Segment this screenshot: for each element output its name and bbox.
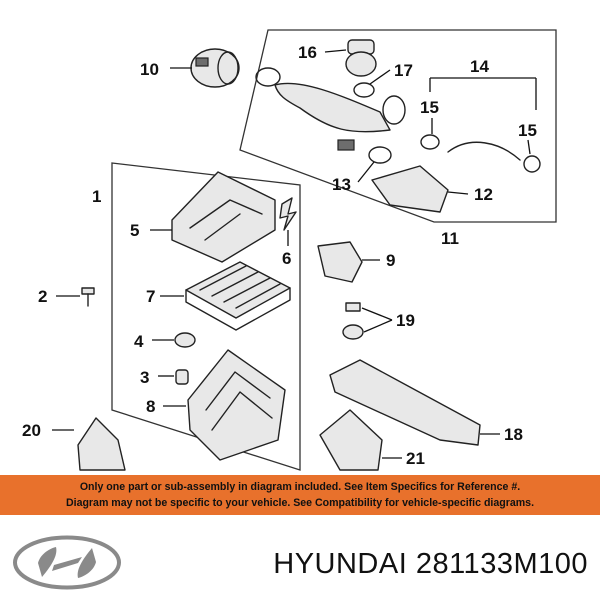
- callout-7: 7: [146, 287, 155, 306]
- part-4-grommet: [174, 332, 196, 348]
- callout-11: 11: [441, 229, 459, 248]
- callout-14: 14: [470, 57, 489, 76]
- part-18-intake-duct: [329, 359, 481, 446]
- part-19-fasteners: [342, 302, 364, 340]
- part-7-filter: [185, 261, 291, 331]
- callout-10: 10: [140, 60, 159, 79]
- part-2-bolt: [81, 287, 95, 307]
- callout-2: 2: [38, 287, 47, 306]
- part-15-clamp-right: [523, 155, 541, 173]
- part-21-air-guide: [319, 409, 383, 471]
- callout-16: 16: [298, 43, 317, 62]
- assembly-11-outline: [239, 29, 557, 223]
- callout-6: 6: [282, 249, 291, 268]
- hyundai-logo-icon: [13, 535, 121, 590]
- part-3-insulator: [175, 369, 189, 385]
- disclaimer-banner: Only one part or sub-assembly in diagram…: [0, 475, 600, 515]
- part-10-air-flow-sensor: [190, 48, 240, 88]
- part-6-bracket: [279, 197, 297, 231]
- callout-12: 12: [474, 185, 493, 204]
- part-15-clamp-left: [420, 134, 440, 150]
- callout-5: 5: [130, 221, 139, 240]
- callout-13: 13: [332, 175, 351, 194]
- part-16-resonator: [345, 39, 377, 77]
- part-13-clamp: [368, 146, 392, 164]
- part-20-bracket: [77, 417, 126, 471]
- brand-name: HYUNDAI: [273, 548, 408, 580]
- callout-19: 19: [396, 311, 415, 330]
- callout-20: 20: [22, 421, 41, 440]
- callout-8: 8: [146, 397, 155, 416]
- callout-1: 1: [92, 187, 101, 206]
- part-label: HYUNDAI 281133M100: [273, 548, 588, 581]
- callout-3: 3: [140, 368, 149, 387]
- callout-18: 18: [504, 425, 523, 444]
- assembly-1-outline: [111, 162, 301, 471]
- part-8-lower-case: [187, 349, 286, 461]
- leader-lines: [52, 49, 531, 459]
- callout-21: 21: [406, 449, 425, 468]
- disclaimer-line-2: Diagram may not be specific to your vehi…: [65, 497, 535, 509]
- callout-4: 4: [134, 332, 144, 351]
- part-12-duct: [371, 165, 449, 213]
- part-14-hose: [447, 141, 521, 161]
- part-5-cover: [171, 171, 276, 263]
- part-9-adapter: [317, 241, 363, 283]
- callout-9: 9: [386, 251, 395, 270]
- callout-15-left: 15: [420, 98, 439, 117]
- part-17-clamp: [353, 82, 375, 98]
- disclaimer-line-1: Only one part or sub-assembly in diagram…: [79, 481, 521, 493]
- callout-labels: 1 2 3 4 5 6 7 8 9 10 11 12 13 14 15 15 1…: [22, 43, 537, 468]
- callout-15-right: 15: [518, 121, 537, 140]
- intake-hose: [255, 67, 406, 151]
- callout-17: 17: [394, 61, 413, 80]
- part-number: 281133M100: [415, 548, 588, 580]
